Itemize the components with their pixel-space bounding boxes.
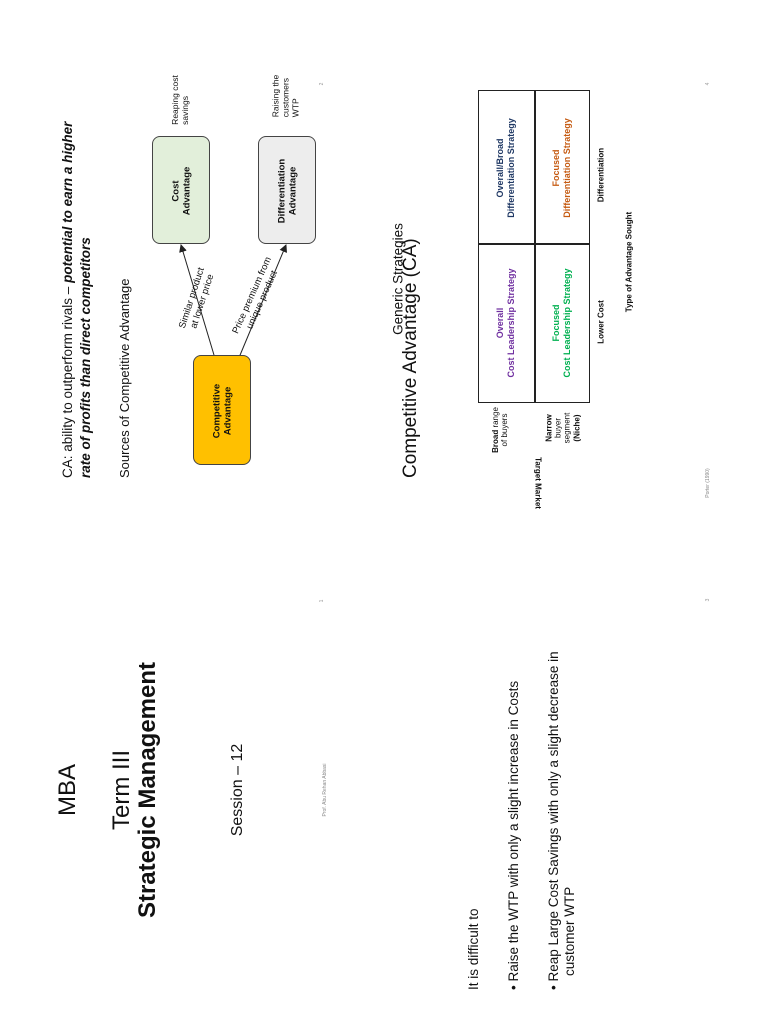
slide-4-title: Generic Strategies <box>390 223 406 335</box>
program-title: MBA <box>54 763 81 817</box>
note-reaping-cost-savings: Reaping cost savings <box>169 75 190 125</box>
page-number-3: 3 <box>705 598 711 602</box>
session-label: Session – 12 <box>229 743 246 837</box>
page-number-2: 2 <box>319 82 325 86</box>
bullet-reap-cost-savings-line-1: • Reap Large Cost Savings with only a sl… <box>546 651 561 990</box>
arrow-to-cost <box>179 244 215 356</box>
note-raising-wtp: Raising the customers WTP <box>270 74 302 118</box>
differentiation-advantage-box: Differentiation Advantage <box>258 136 316 244</box>
term-title: Term III <box>108 749 135 831</box>
ca-diagram-arrows <box>179 244 287 361</box>
difficulty-heading: It is difficult to <box>466 908 481 990</box>
col-label-lower-cost: Lower Cost <box>596 300 606 344</box>
generic-strategies-matrix <box>478 90 590 403</box>
competitive-advantage-box: Competitive Advantage <box>193 355 251 465</box>
axis-label-advantage: Type of Advantage Sought <box>624 211 634 313</box>
bullet-reap-cost-savings-line-2: customer WTP <box>562 886 577 976</box>
arrow-to-differentiation <box>237 244 287 361</box>
sources-subheading: Sources of Competitive Advantage <box>117 278 132 478</box>
page-number-4: 4 <box>705 82 711 86</box>
ca-definition-line-2: rate of profits than direct competitors <box>78 237 93 478</box>
row-label-narrow: Narrow buyer segment (Niche) <box>544 412 582 444</box>
cell-overall-differentiation: Overall/Broad Differentiation Strategy <box>494 118 516 218</box>
cost-advantage-box: Cost Advantage <box>152 136 210 244</box>
source-citation: Porter (1990) <box>705 468 711 498</box>
ca-definition-line-1: CA: ability to outperform rivals – poten… <box>60 121 75 478</box>
course-title: Strategic Management <box>134 661 161 919</box>
col-label-differentiation: Differentiation <box>596 147 606 203</box>
cell-focused-cost-leadership: Focused Cost Leadership Strategy <box>550 268 572 378</box>
target-market-label: Target Market <box>533 457 543 509</box>
bullet-raise-wtp: • Raise the WTP with only a slight incre… <box>506 680 521 990</box>
row-label-broad: Broad range of buyers <box>490 407 509 453</box>
cell-focused-differentiation: Focused Differentiation Strategy <box>550 118 572 218</box>
page-number-1: 1 <box>319 599 325 603</box>
presenter-name: Prof. Abu Rehan Abbasi <box>322 763 328 817</box>
cell-overall-cost-leadership: Overall Cost Leadership Strategy <box>494 268 516 378</box>
